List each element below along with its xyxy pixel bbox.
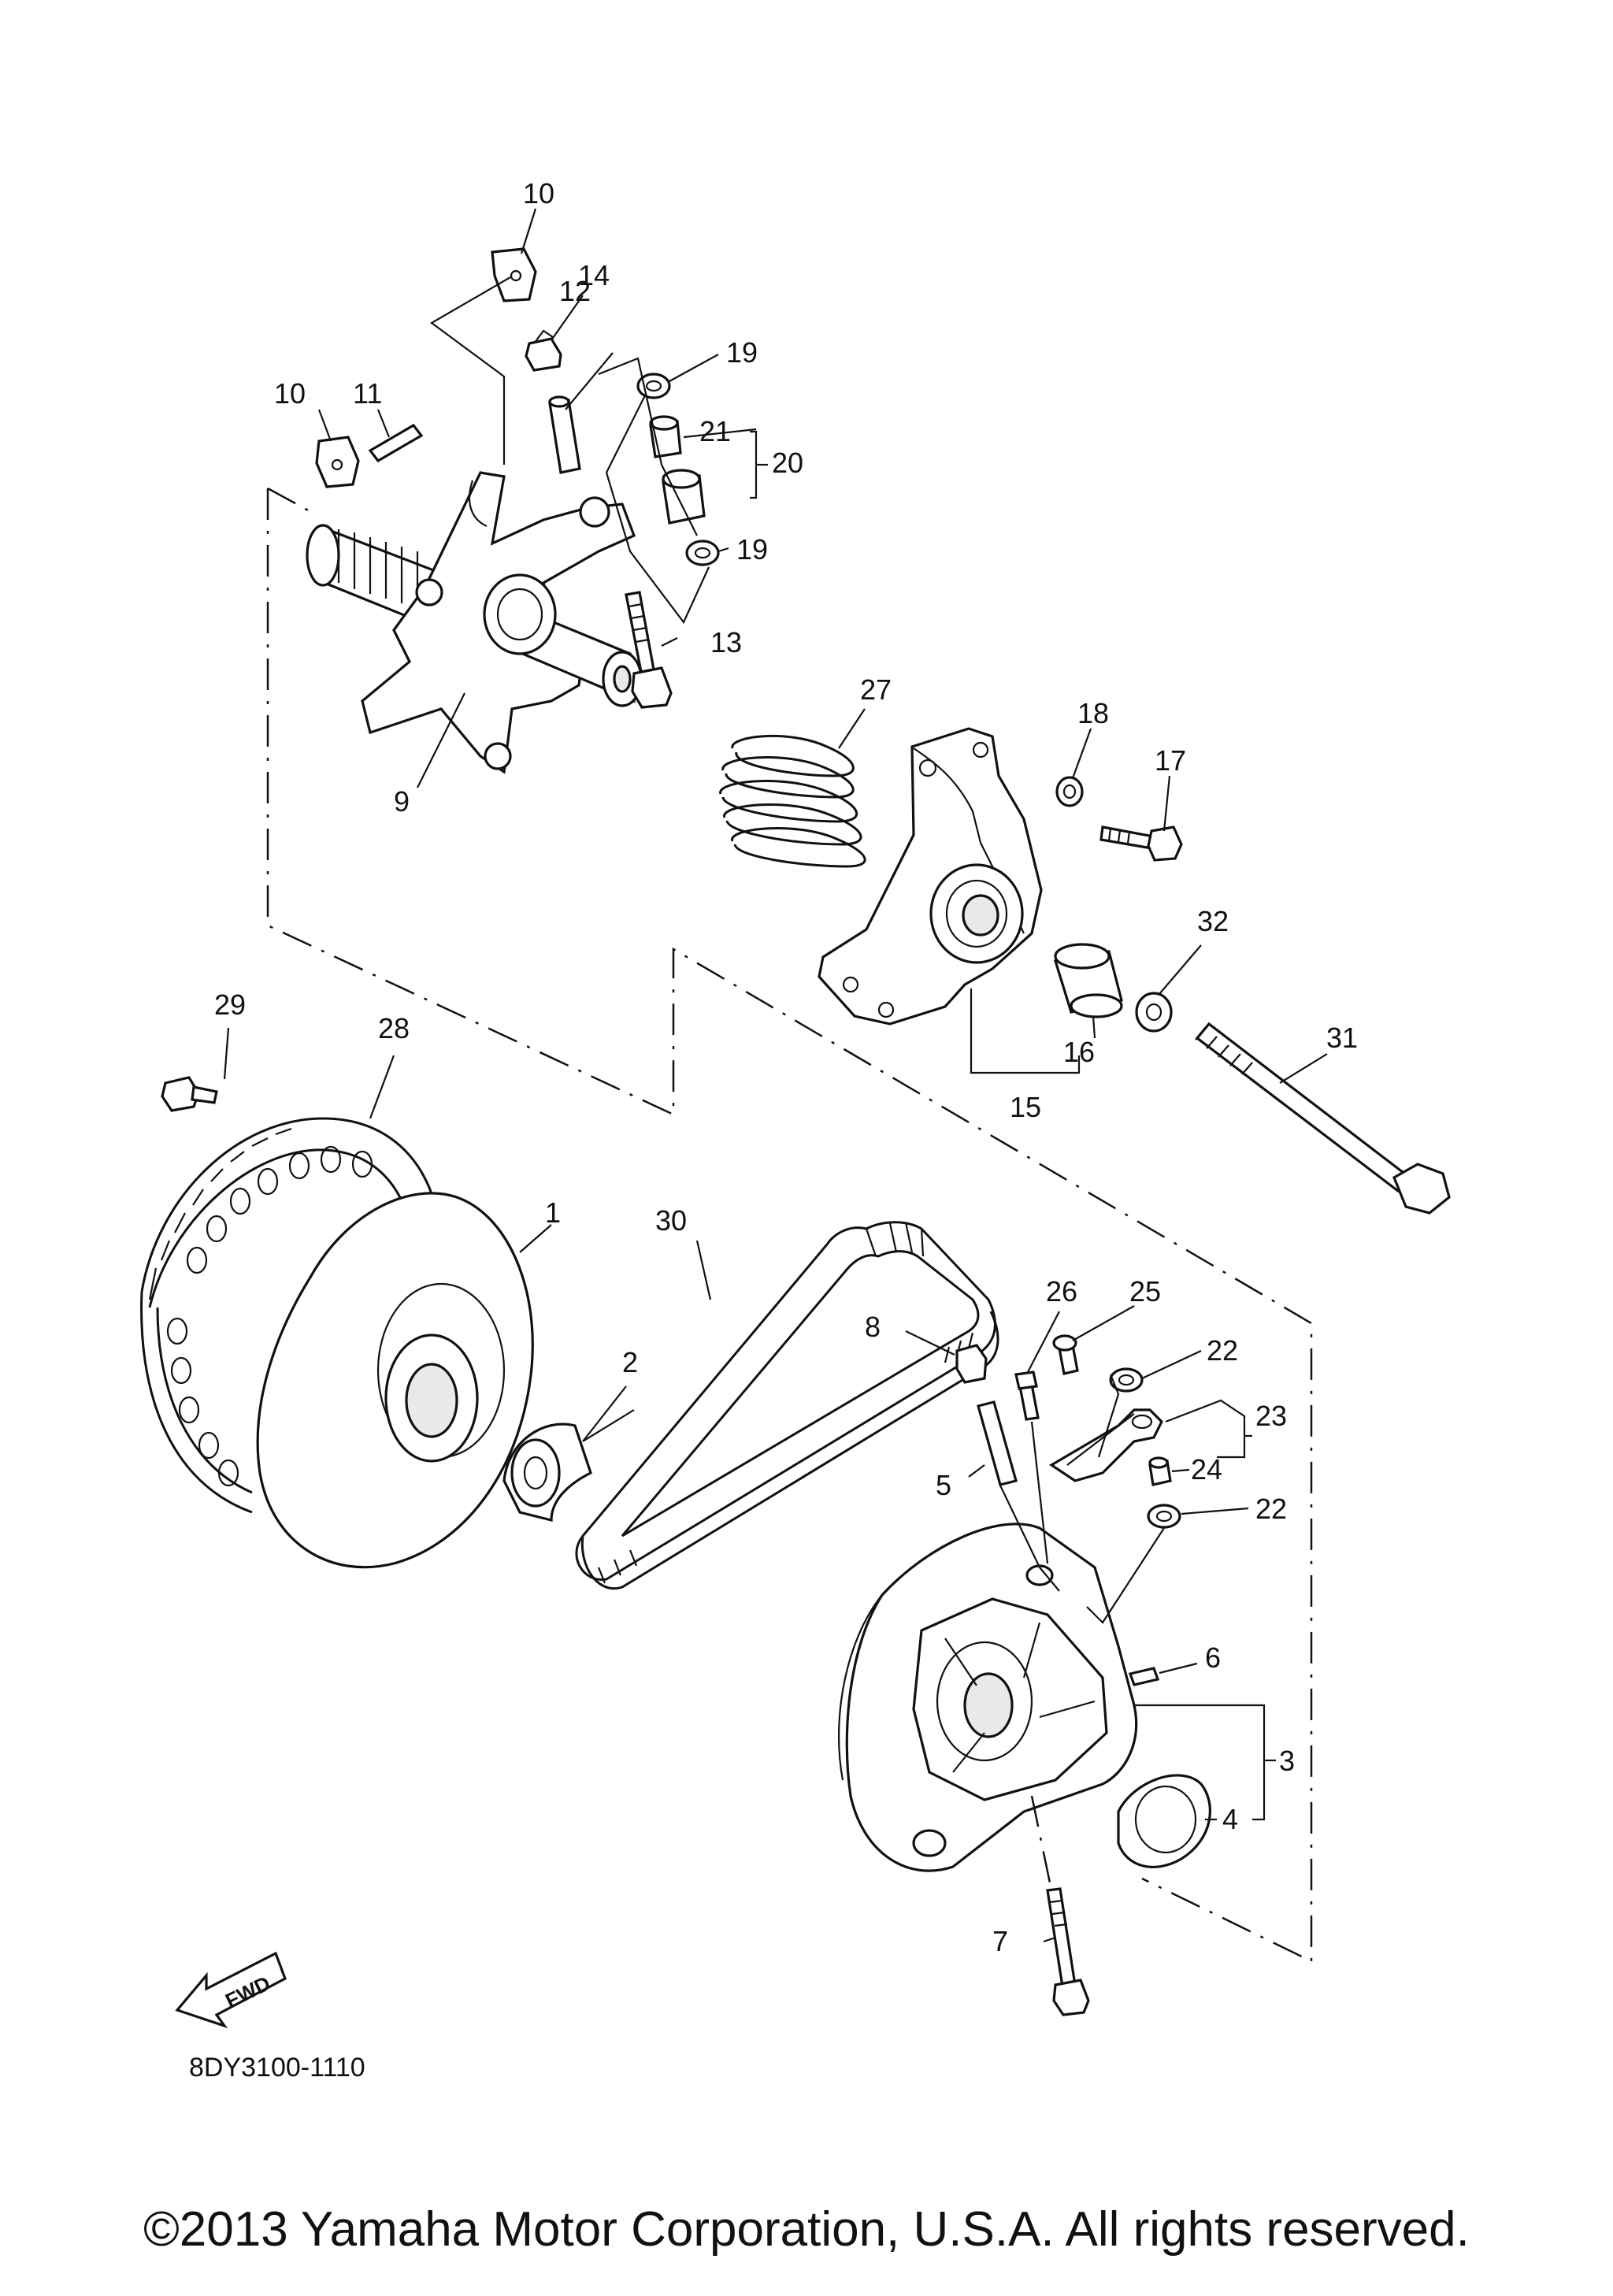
diagram-code: 8DY3100-1110: [189, 2053, 365, 2083]
secondary-sheave-part-3: [838, 1523, 1276, 1872]
callout-21: 21: [699, 415, 731, 447]
callout-11: 11: [353, 377, 382, 410]
callout-29: 29: [214, 989, 246, 1021]
callout-27: 27: [860, 673, 892, 706]
washer-part-22-bottom: [1086, 1504, 1249, 1624]
weight-part-2: [502, 1385, 635, 1523]
washer-part-19-bottom: [685, 540, 720, 566]
drive-sheave-part-1: [256, 1192, 552, 1569]
drive-belt-part-30: [575, 1221, 999, 1590]
callout-14: 14: [578, 259, 610, 291]
nut-part-8: [905, 1330, 988, 1384]
callout-8: 8: [865, 1311, 881, 1343]
bushing-part-16: [1053, 943, 1123, 1018]
callout-30: 30: [655, 1204, 687, 1237]
callout-12: 12: [559, 275, 591, 307]
bolt-part-13: [625, 591, 673, 709]
callout-18: 18: [1077, 697, 1109, 729]
callout-22-top: 22: [1207, 1334, 1238, 1367]
bolt-part-17: [1099, 825, 1183, 862]
bushing-part-4: [1117, 1774, 1217, 1868]
callout-10-top: 10: [523, 177, 554, 210]
roller-part-20: [662, 469, 706, 525]
screw-part-29: [161, 1027, 395, 1119]
callout-31: 31: [1326, 1022, 1358, 1054]
callout-32: 32: [1197, 905, 1229, 937]
callout-labels: 1 2 3 4 5 6 7 8 9 10 10 11 12 13 14 15 1…: [214, 177, 1358, 1957]
callout-17: 17: [1155, 744, 1186, 777]
callout-5: 5: [936, 1469, 951, 1501]
weight-part-10-top: [491, 247, 537, 302]
leader-lines-top: [317, 208, 768, 788]
washer-part-18: [1055, 776, 1084, 807]
copyright-notice: ©2013 Yamaha Motor Corporation, U.S.A. A…: [143, 2202, 1470, 2257]
callout-15: 15: [1010, 1091, 1041, 1123]
callout-22-bottom: 22: [1255, 1493, 1287, 1525]
set-screw-part-6: [1128, 1662, 1198, 1686]
assembly-outline: [266, 487, 1313, 1964]
callout-10-left: 10: [274, 377, 306, 410]
nut-part-14: [525, 329, 562, 372]
callout-1: 1: [545, 1196, 561, 1229]
callout-19-bottom: 19: [736, 533, 768, 566]
callout-6: 6: [1205, 1641, 1221, 1674]
pin-part-11: [368, 423, 424, 463]
callout-7: 7: [992, 1925, 1008, 1957]
screw-part-25: [1052, 1305, 1135, 1375]
collar-part-24: [1148, 1456, 1190, 1486]
callout-24: 24: [1191, 1453, 1222, 1486]
washer-part-32: [1135, 992, 1173, 1033]
bracket-part-23: [1048, 1374, 1252, 1482]
callout-13: 13: [710, 626, 742, 658]
leader-lines-pins: [999, 1421, 1060, 1592]
ring-gear-part-28: [140, 1117, 439, 1514]
leader-lines-cover: [970, 728, 1328, 1084]
callout-25: 25: [1129, 1275, 1161, 1307]
spider-cover-part-15: [818, 727, 1043, 1026]
callout-3: 3: [1279, 1745, 1295, 1777]
callout-23: 23: [1255, 1400, 1287, 1432]
screw-part-26: [1014, 1311, 1060, 1421]
callout-19-top: 19: [726, 336, 758, 369]
callout-28: 28: [378, 1012, 410, 1044]
callout-2: 2: [622, 1346, 638, 1378]
bolt-part-31: [1195, 1022, 1451, 1215]
callout-16: 16: [1063, 1036, 1095, 1068]
callout-9: 9: [394, 785, 410, 818]
pin-part-12: [548, 395, 581, 474]
spider-hub-part-9: [306, 471, 643, 774]
pin-part-5: [968, 1400, 1018, 1486]
callout-20: 20: [772, 447, 803, 479]
bolt-part-7: [1030, 1795, 1090, 2016]
washer-part-22-top: [1109, 1350, 1202, 1393]
spring-part-27: [719, 708, 866, 868]
fwd-arrow-icon: FWD: [175, 1951, 287, 2029]
callout-4: 4: [1222, 1803, 1238, 1835]
callout-26: 26: [1046, 1275, 1077, 1307]
weight-part-10-left: [315, 436, 360, 488]
